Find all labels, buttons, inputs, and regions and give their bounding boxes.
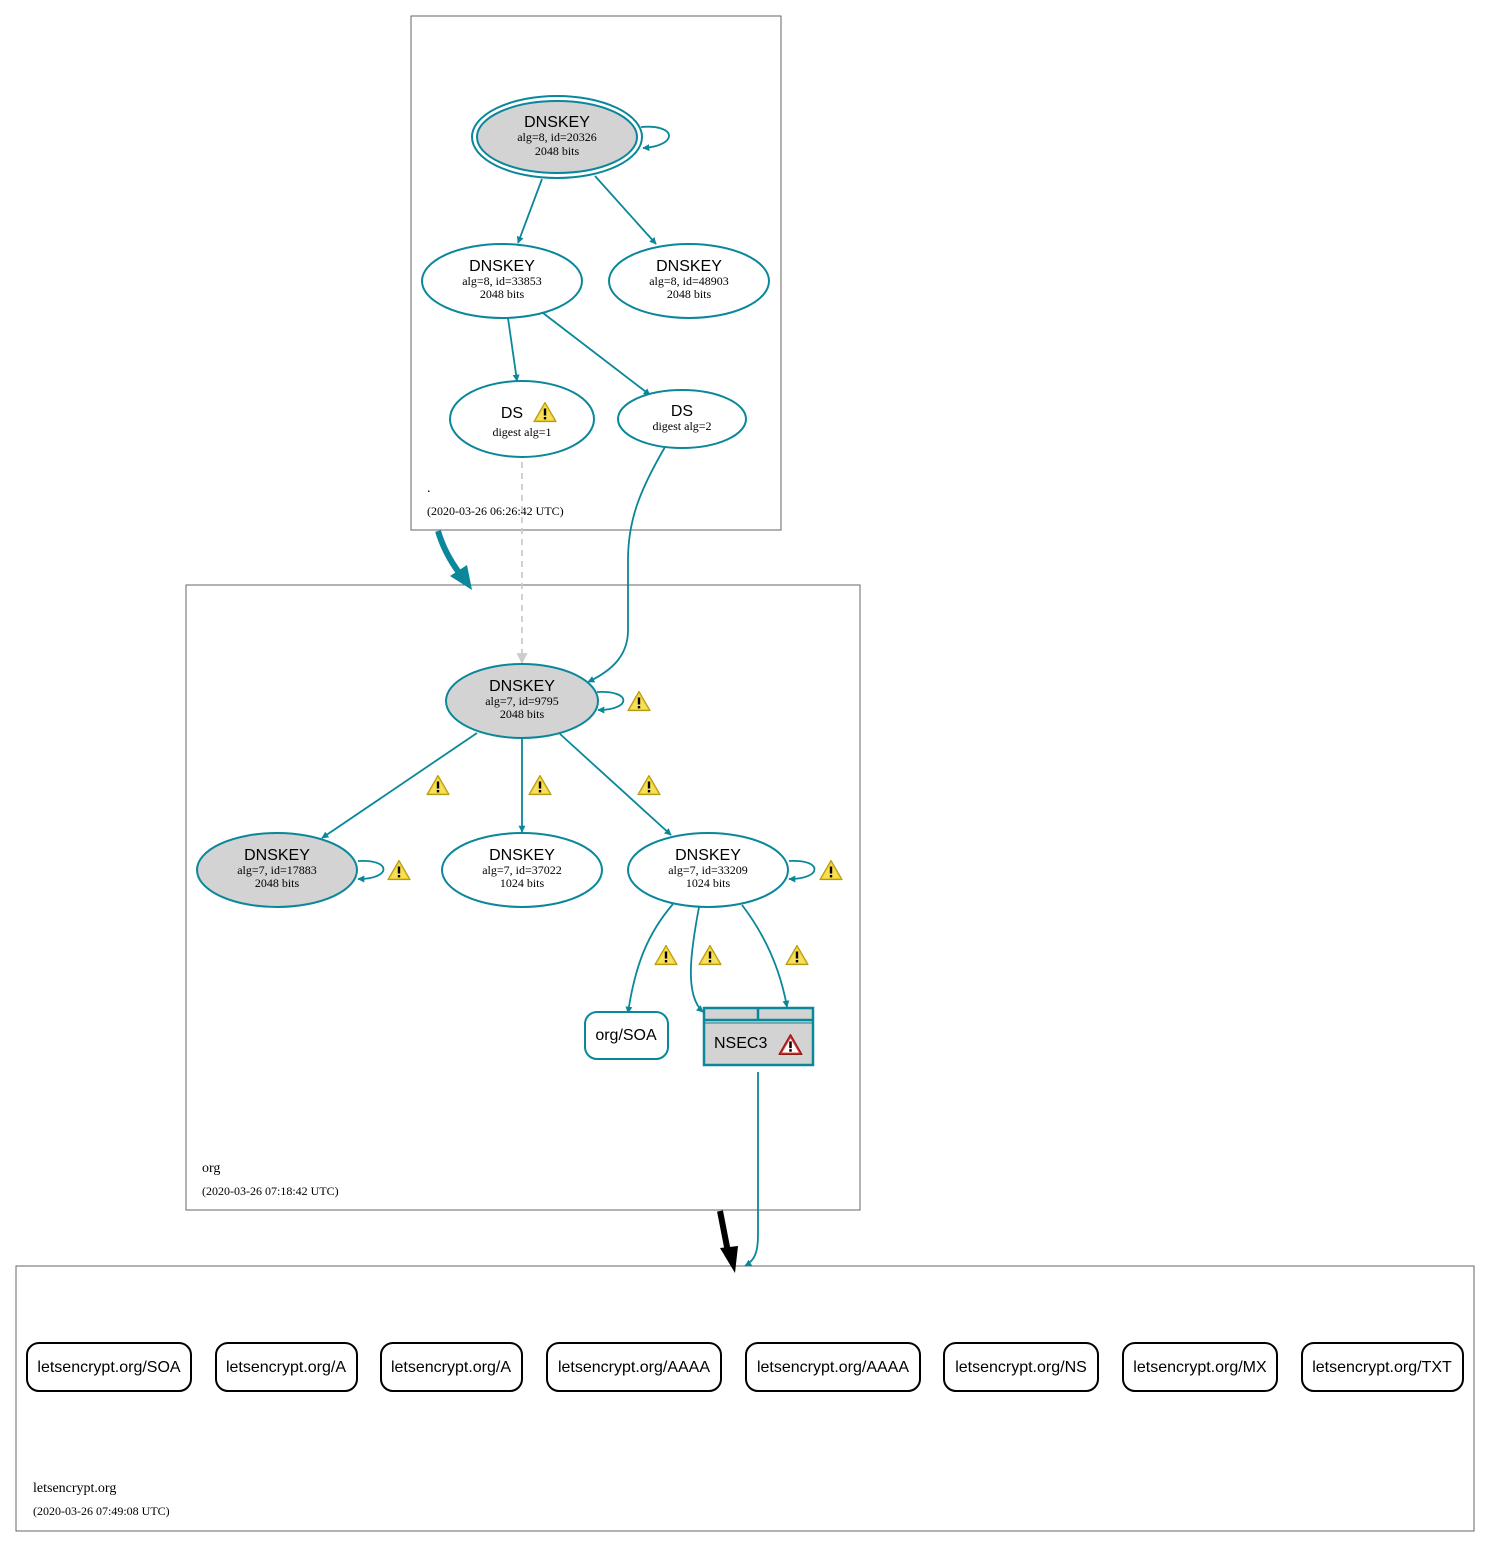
edge-17883-self xyxy=(357,860,385,883)
rrset-letsencrypt-a-1[interactable]: letsencrypt.org/A xyxy=(215,1342,358,1392)
dnskey-17883-alg: alg=7, id=17883 xyxy=(237,863,317,877)
dnskey-root-zsk-33853[interactable]: DNSKEY alg=8, id=33853 2048 bits xyxy=(421,243,583,319)
rrset-label: letsencrypt.org/MX xyxy=(1133,1359,1267,1376)
rrset-label: letsencrypt.org/NS xyxy=(955,1359,1087,1376)
edge-nsec3-to-letsencrypt xyxy=(744,1072,759,1267)
rrset-letsencrypt-txt[interactable]: letsencrypt.org/TXT xyxy=(1301,1342,1464,1392)
dnskey-9795-title: DNSKEY xyxy=(489,678,555,695)
rrset-label: letsencrypt.org/AAAA xyxy=(558,1359,710,1376)
ds-digest-alg-2[interactable]: DS digest alg=2 xyxy=(617,389,747,449)
dnskey-37022-title: DNSKEY xyxy=(489,847,555,864)
dnskey-org-33209[interactable]: DNSKEY alg=7, id=33209 1024 bits xyxy=(627,832,789,908)
edge-33209-self xyxy=(788,860,816,883)
edge-ds2-to-org-ksk xyxy=(587,446,666,683)
org-soa-label: org/SOA xyxy=(595,1027,657,1044)
dnskey-37022-bits: 1024 bits xyxy=(500,876,545,890)
dnskey-root-ksk-title: DNSKEY xyxy=(524,114,590,131)
edge-33209-to-nsec3-b xyxy=(741,904,790,1008)
dnskey-9795-bits: 2048 bits xyxy=(500,707,545,721)
rrset-letsencrypt-aaaa-1[interactable]: letsencrypt.org/AAAA xyxy=(546,1342,722,1392)
rrset-label: letsencrypt.org/AAAA xyxy=(757,1359,909,1376)
dnskey-org-17883[interactable]: DNSKEY alg=7, id=17883 2048 bits xyxy=(196,832,358,908)
dnskey-17883-title: DNSKEY xyxy=(244,847,310,864)
dnskey-33209-alg: alg=7, id=33209 xyxy=(668,863,748,877)
dnskey-48903-alg: alg=8, id=48903 xyxy=(649,274,729,288)
edge-org-ksk-to-17883 xyxy=(321,732,478,839)
edge-root-ksk-to-zsk1 xyxy=(516,178,543,244)
ds-digest-alg-1[interactable]: DS digest alg=1 xyxy=(449,380,595,458)
dnskey-37022-alg: alg=7, id=37022 xyxy=(482,863,562,877)
dnskey-33853-title: DNSKEY xyxy=(469,258,535,275)
ds2-title: DS xyxy=(671,403,693,420)
rrset-letsencrypt-ns[interactable]: letsencrypt.org/NS xyxy=(943,1342,1099,1392)
zone-root-timestamp: (2020-03-26 06:26:42 UTC) xyxy=(427,504,564,518)
nsec3-proof[interactable]: NSEC3 xyxy=(702,1006,815,1067)
dnskey-33853-bits: 2048 bits xyxy=(480,287,525,301)
zone-letsencrypt-name: letsencrypt.org xyxy=(33,1481,116,1496)
delegation-root-to-org xyxy=(435,530,472,590)
dnskey-9795-alg: alg=7, id=9795 xyxy=(485,694,559,708)
letsencrypt-records: letsencrypt.org/SOA letsencrypt.org/A le… xyxy=(26,1342,1464,1392)
edge-33209-to-soa xyxy=(625,903,674,1014)
dnskey-48903-bits: 2048 bits xyxy=(667,287,712,301)
edge-org-ksk-self xyxy=(596,691,625,714)
edge-zsk1-to-ds2 xyxy=(542,312,651,396)
dnskey-48903-title: DNSKEY xyxy=(656,258,722,275)
dnskey-org-ksk-9795[interactable]: DNSKEY alg=7, id=9795 2048 bits xyxy=(445,663,599,739)
dnskey-33853-alg: alg=8, id=33853 xyxy=(462,274,542,288)
rrset-label: letsencrypt.org/TXT xyxy=(1312,1359,1452,1376)
zone-letsencrypt: letsencrypt.org (2020-03-26 07:49:08 UTC… xyxy=(15,1265,1475,1532)
rrset-letsencrypt-mx[interactable]: letsencrypt.org/MX xyxy=(1122,1342,1278,1392)
ds1-digest: digest alg=1 xyxy=(492,425,551,439)
dnskey-root-ksk[interactable]: DNSKEY alg=8, id=20326 2048 bits xyxy=(471,95,643,179)
ds2-digest: digest alg=2 xyxy=(652,419,711,433)
zone-letsencrypt-timestamp: (2020-03-26 07:49:08 UTC) xyxy=(33,1504,170,1518)
rrset-label: letsencrypt.org/A xyxy=(226,1359,346,1376)
edge-org-ksk-to-33209 xyxy=(559,733,672,836)
dnskey-org-37022[interactable]: DNSKEY alg=7, id=37022 1024 bits xyxy=(441,832,603,908)
nsec3-label: NSEC3 xyxy=(714,1035,767,1052)
zone-root-name: . xyxy=(427,481,431,496)
dnskey-33209-bits: 1024 bits xyxy=(686,876,731,890)
rrset-org-soa[interactable]: org/SOA xyxy=(584,1011,669,1060)
dnskey-root-ksk-bits: 2048 bits xyxy=(535,144,580,158)
ds1-title: DS xyxy=(501,405,523,422)
rrset-label: letsencrypt.org/A xyxy=(391,1359,511,1376)
zone-org-name: org xyxy=(202,1161,220,1176)
edge-root-ksk-to-zsk2 xyxy=(594,175,657,245)
delegation-org-to-letsencrypt xyxy=(717,1210,738,1273)
rrset-label: letsencrypt.org/SOA xyxy=(37,1359,181,1376)
rrset-letsencrypt-soa[interactable]: letsencrypt.org/SOA xyxy=(26,1342,192,1392)
rrset-letsencrypt-aaaa-2[interactable]: letsencrypt.org/AAAA xyxy=(745,1342,921,1392)
dnskey-17883-bits: 2048 bits xyxy=(255,876,300,890)
edge-root-ksk-self xyxy=(640,125,670,152)
rrset-letsencrypt-a-2[interactable]: letsencrypt.org/A xyxy=(380,1342,523,1392)
dnskey-root-zsk-48903[interactable]: DNSKEY alg=8, id=48903 2048 bits xyxy=(608,243,770,319)
dnskey-root-ksk-alg: alg=8, id=20326 xyxy=(517,130,597,144)
zone-org-timestamp: (2020-03-26 07:18:42 UTC) xyxy=(202,1184,339,1198)
edges xyxy=(321,125,816,1267)
dnskey-33209-title: DNSKEY xyxy=(675,847,741,864)
edge-zsk1-to-ds1 xyxy=(507,317,520,382)
edge-33209-to-nsec3-a xyxy=(689,906,704,1013)
